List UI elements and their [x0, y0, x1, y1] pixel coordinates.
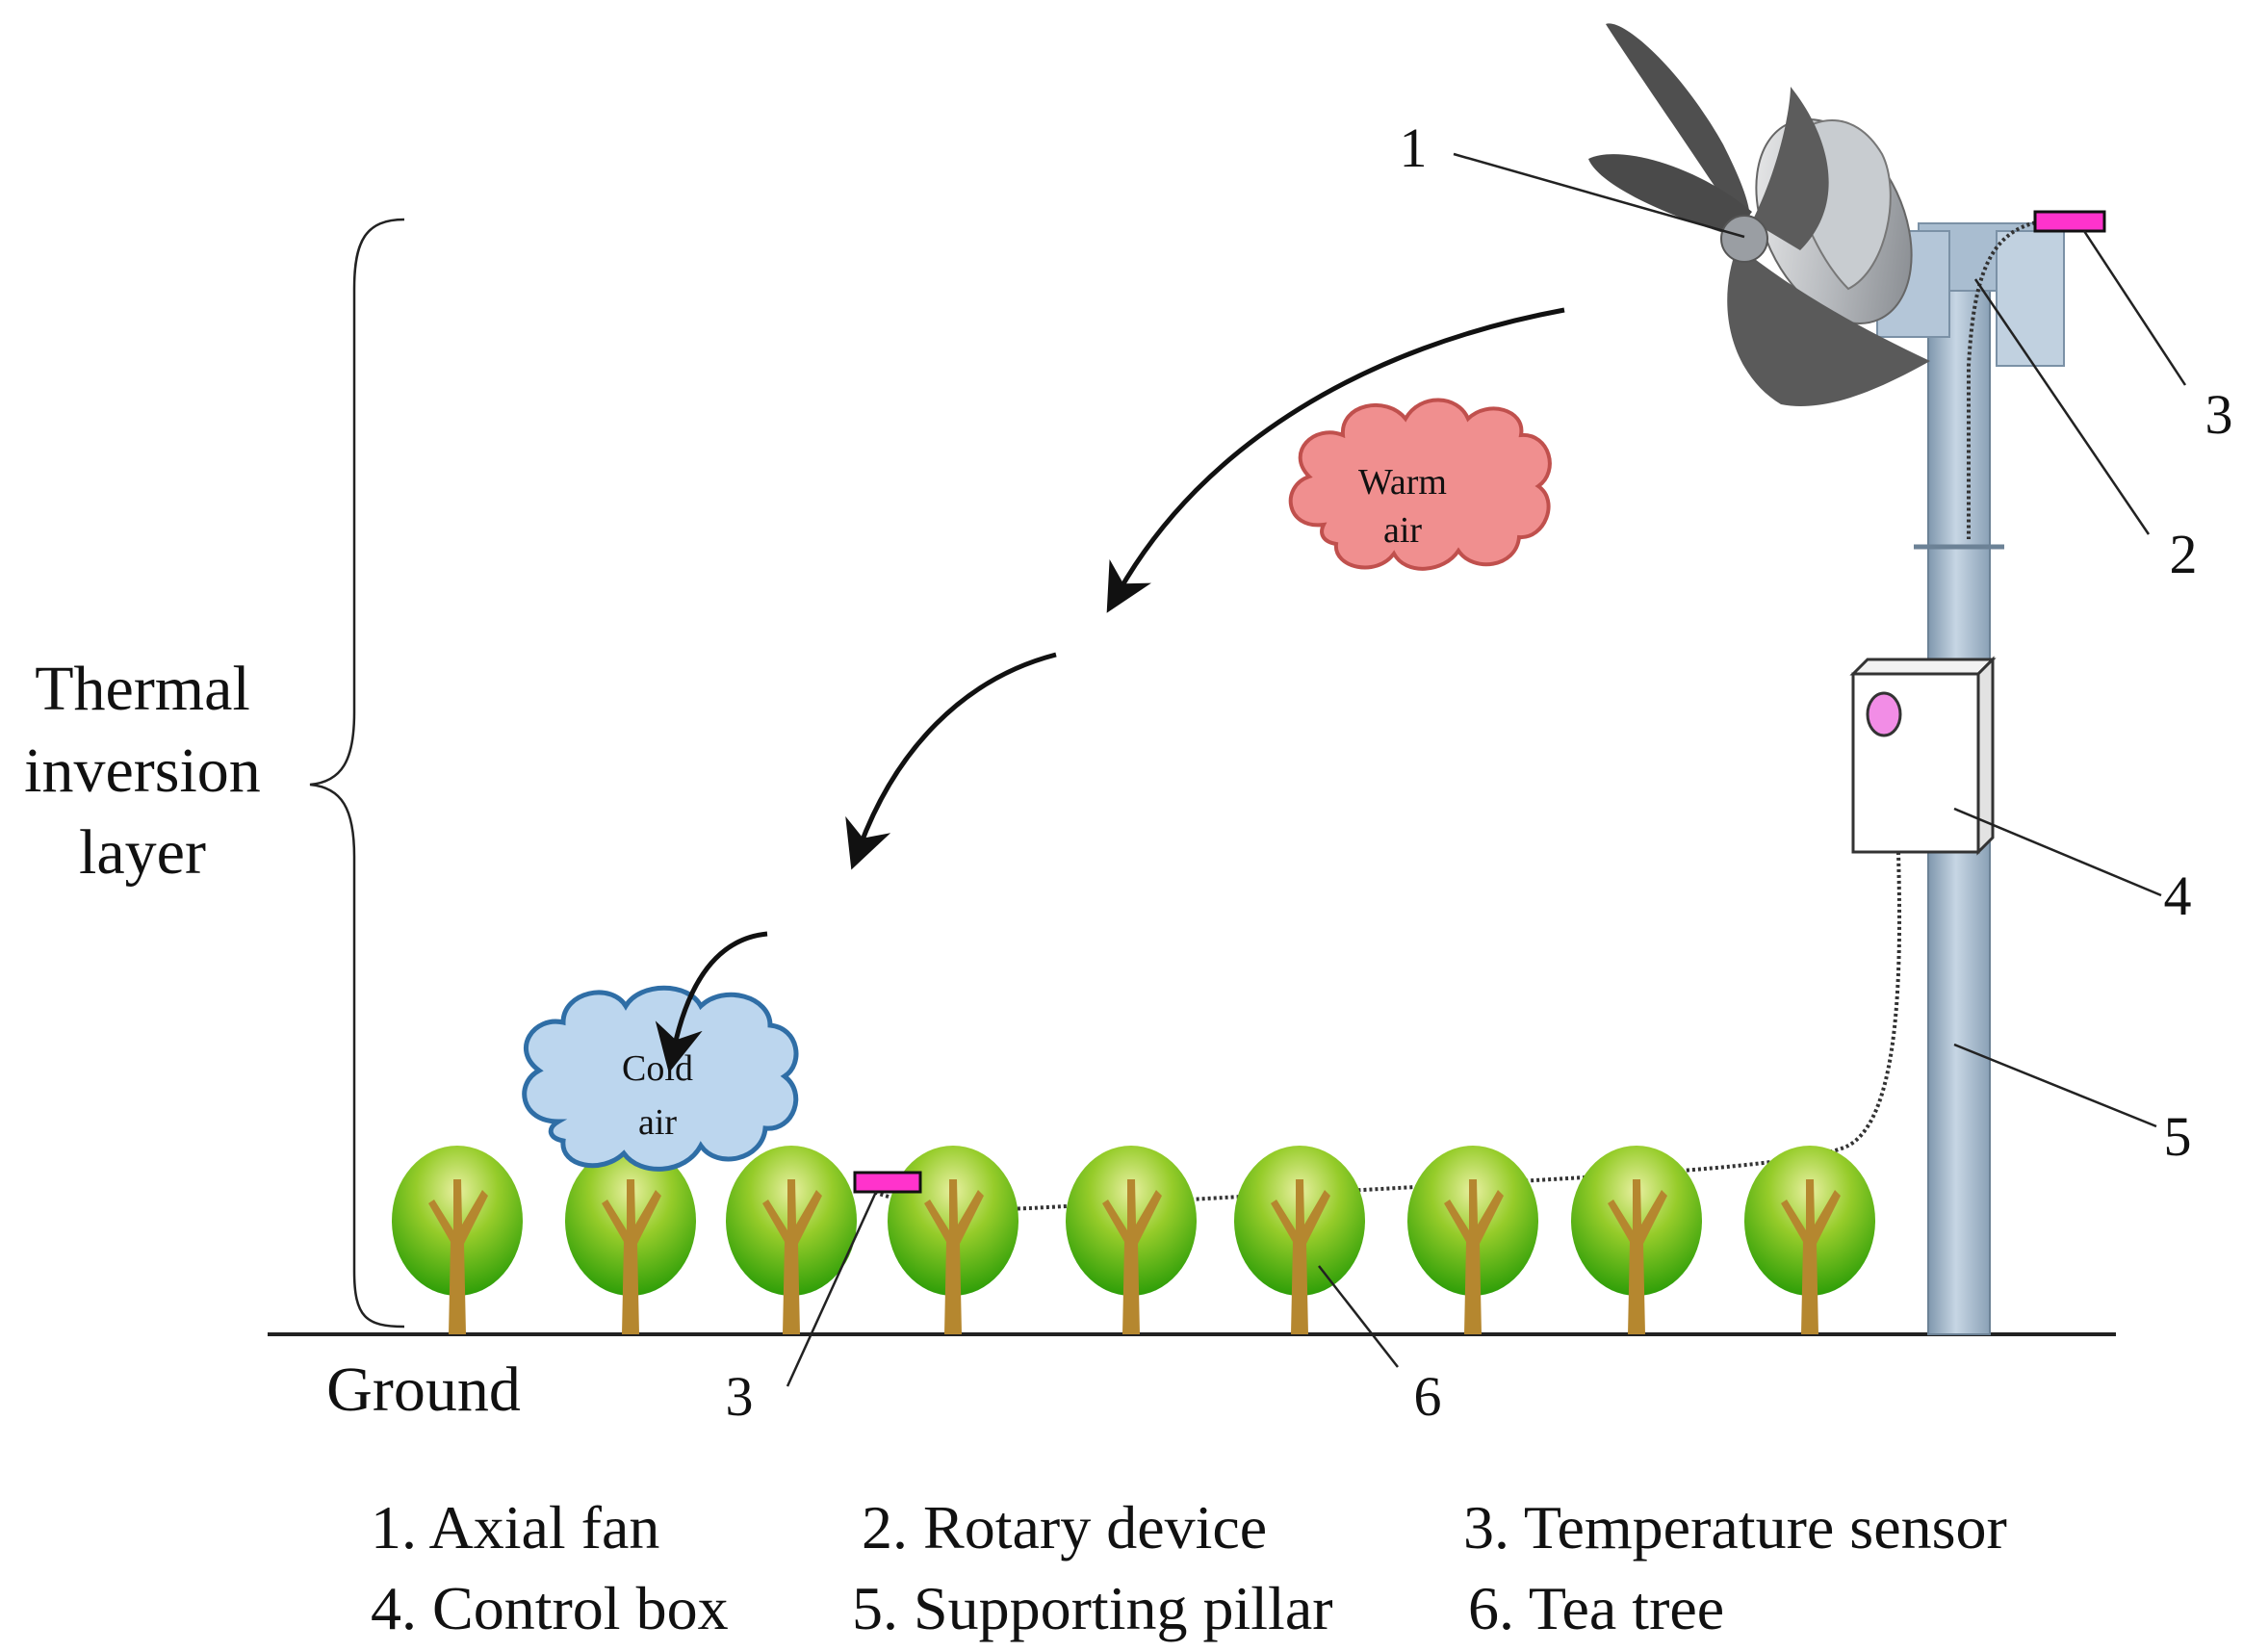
tea-tree — [1234, 1146, 1365, 1334]
ground-label: Ground — [326, 1355, 521, 1425]
leader-sensor-ground — [786, 1191, 878, 1387]
tea-tree-row — [392, 1146, 1875, 1334]
callout-fan: 1 — [1400, 116, 1428, 179]
warm-air-label-1: Warm — [1358, 462, 1447, 503]
airflow-arrow-2 — [845, 652, 1057, 870]
control-box — [1849, 656, 1997, 856]
tea-tree-trunk — [1781, 1179, 1841, 1334]
tea-tree — [726, 1146, 857, 1334]
cold-air-label-2: air — [638, 1102, 677, 1143]
tea-tree — [1066, 1146, 1197, 1334]
thermal-label-2: inversion — [24, 736, 261, 806]
tea-tree — [565, 1146, 696, 1334]
tea-tree-trunk — [602, 1179, 661, 1334]
tea-tree-trunk — [1444, 1179, 1504, 1334]
tea-tree-trunk — [428, 1179, 488, 1334]
tea-tree-trunk — [924, 1179, 984, 1334]
cold-air-cloud — [522, 985, 799, 1172]
callout-tea-tree: 6 — [1414, 1365, 1442, 1428]
tea-tree — [1407, 1146, 1538, 1334]
legend-item-5: 5. Supporting pillar — [852, 1574, 1333, 1642]
leader-fan — [1453, 152, 1745, 239]
airflow-arrow-1 — [1106, 307, 1565, 613]
top-sensor-cable — [1967, 219, 2042, 539]
legend-item-2: 2. Rotary device — [862, 1493, 1267, 1562]
callout-control-box: 4 — [2164, 865, 2192, 927]
leader-sensor-top — [2082, 230, 2187, 386]
leader-rotary — [1973, 278, 2151, 535]
tea-tree-trunk — [1271, 1179, 1330, 1334]
leader-pillar — [1953, 1043, 2157, 1128]
warm-air-cloud — [1288, 398, 1552, 571]
cold-air-label-1: Cold — [622, 1048, 693, 1089]
tea-tree-trunk — [1608, 1179, 1667, 1334]
leader-tea-tree — [1318, 1265, 1399, 1368]
thermal-label-3: layer — [79, 817, 206, 888]
legend-item-1: 1. Axial fan — [371, 1493, 659, 1562]
ground-sensor-cable — [865, 851, 1902, 1211]
legend: 1. Axial fan 2. Rotary device 3. Tempera… — [371, 1493, 2007, 1642]
legend-item-6: 6. Tea tree — [1468, 1574, 1724, 1642]
airflow-arrow-3 — [655, 931, 768, 1073]
tea-tree — [1571, 1146, 1702, 1334]
legend-item-3: 3. Temperature sensor — [1463, 1493, 2007, 1562]
leader-control-box — [1953, 807, 2162, 897]
callout-sensor-top: 3 — [2205, 383, 2233, 446]
legend-item-4: 4. Control box — [371, 1574, 729, 1642]
thermal-label-1: Thermal — [35, 654, 250, 724]
warm-air-label-2: air — [1383, 510, 1422, 551]
top-temperature-sensor — [2033, 210, 2106, 233]
tea-tree — [392, 1146, 523, 1334]
axial-fan — [1588, 23, 1930, 406]
callout-sensor-ground: 3 — [726, 1365, 754, 1428]
thermal-layer-brace — [309, 218, 405, 1329]
tea-tree-trunk — [1102, 1179, 1162, 1334]
callout-pillar: 5 — [2164, 1105, 2192, 1168]
tea-tree — [1744, 1146, 1875, 1334]
callout-rotary: 2 — [2170, 523, 2198, 585]
control-box-indicator — [1866, 691, 1902, 737]
ground-temperature-sensor — [853, 1171, 922, 1194]
tea-tree-trunk — [762, 1179, 822, 1334]
